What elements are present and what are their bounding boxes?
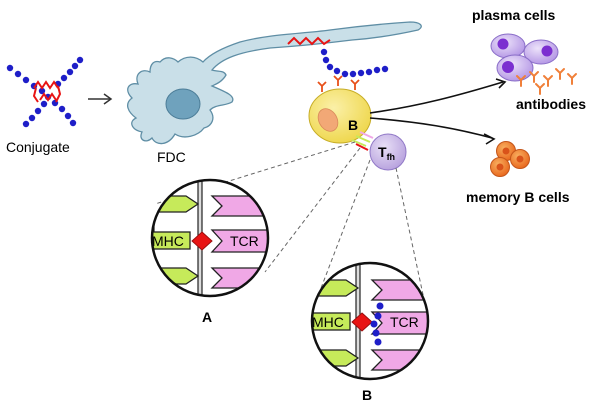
zoom-guide-lines <box>154 141 426 305</box>
conjugate-label: Conjugate <box>6 139 70 155</box>
panel-b-label: B <box>362 387 372 403</box>
polysaccharide-antigen <box>32 80 62 103</box>
plasma-cells-label: plasma cells <box>472 7 555 23</box>
panel-b-carrier-peptide <box>370 302 384 346</box>
fdc-body <box>126 21 422 145</box>
memory-b-cell <box>490 157 510 177</box>
panel-a-inset: MHC TCR <box>150 178 270 298</box>
panel-a-mhc-label: MHC <box>152 233 184 249</box>
b-cell: B <box>308 75 372 144</box>
panel-a-tcr-label: TCR <box>230 233 259 249</box>
panel-b-antigen <box>351 312 373 332</box>
fdc-label: FDC <box>157 149 186 165</box>
b-cell-nucleus <box>317 108 339 132</box>
b-tfh-synapse <box>351 131 374 151</box>
tfh-label: Tfh <box>378 144 395 162</box>
plasma-cell <box>490 33 526 59</box>
plasma-cell <box>496 54 534 82</box>
panel-a-antigen <box>191 231 213 251</box>
b-cell-receptors <box>317 75 360 92</box>
conjugate-molecule <box>6 56 84 128</box>
antibodies <box>516 68 577 95</box>
panel-b-inset: MHC TCR <box>310 261 430 381</box>
arrow-to-fdc <box>88 93 113 105</box>
arrow-to-plasma-cells <box>369 81 504 114</box>
antibodies-label: antibodies <box>516 96 586 112</box>
fdc-nucleus <box>165 88 201 120</box>
memory-b-cells <box>490 141 530 177</box>
plasma-cells <box>490 33 559 82</box>
panel-b-tcr-label: TCR <box>390 314 419 330</box>
memory-b-cells-label: memory B cells <box>466 189 570 205</box>
memory-b-cell <box>510 149 530 169</box>
tfh-cell: Tfh <box>369 133 407 171</box>
arrow-to-memory-cells <box>369 117 493 139</box>
carrier-protein-chain <box>6 56 84 128</box>
differentiation-arrows <box>369 78 507 145</box>
panel-a-mhc-molecules <box>152 195 200 285</box>
fdc-bound-conjugate <box>287 36 389 78</box>
follicular-dendritic-cell <box>126 21 422 145</box>
plasma-cell <box>523 39 559 65</box>
panel-b-mhc-label: MHC <box>312 314 344 330</box>
b-cell-label: B <box>348 117 358 133</box>
panel-a-label: A <box>202 309 212 325</box>
